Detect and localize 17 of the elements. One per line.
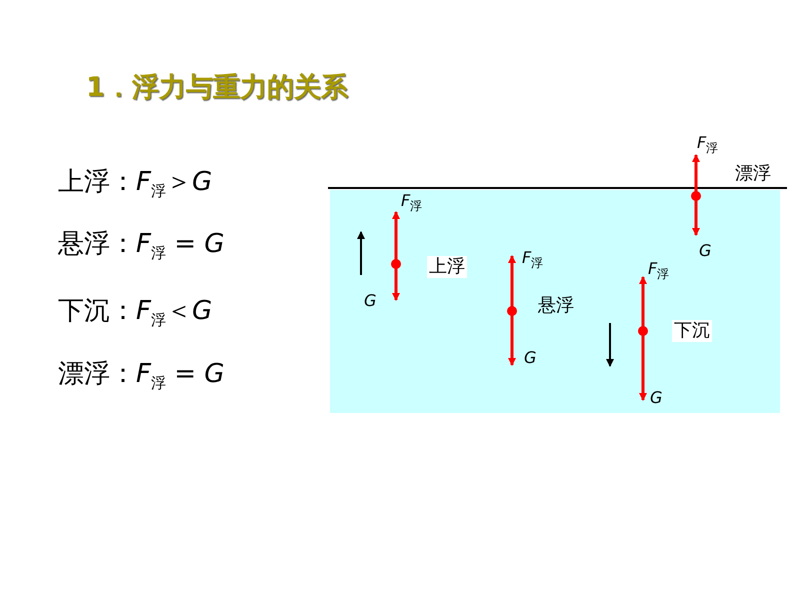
force-label: G	[650, 389, 662, 407]
formula: 上浮：F$_{浮}$＞G	[58, 168, 212, 200]
formula: 悬浮：F$_{浮}$ = G	[58, 230, 224, 262]
title: 1．浮力与重力的关系	[86, 73, 348, 103]
force-label: F$_{浮}$	[401, 192, 422, 214]
formula: 下沉：F$_{浮}$＜G	[58, 297, 212, 329]
state-label: 悬浮	[538, 296, 574, 316]
force-label: G	[364, 292, 376, 310]
state-label-box: 下沉	[672, 320, 712, 342]
formula: 漂浮：F$_{浮}$ = G	[58, 360, 224, 392]
force-label: G	[699, 242, 712, 260]
force-label: F$_{浮}$	[522, 249, 544, 270]
state-label-box: 上浮	[427, 256, 467, 278]
state-label: 漂浮	[735, 164, 771, 184]
force-label: G	[524, 349, 536, 367]
force-label: F$_{浮}$	[697, 134, 718, 156]
force-label: F$_{浮}$	[648, 260, 670, 282]
